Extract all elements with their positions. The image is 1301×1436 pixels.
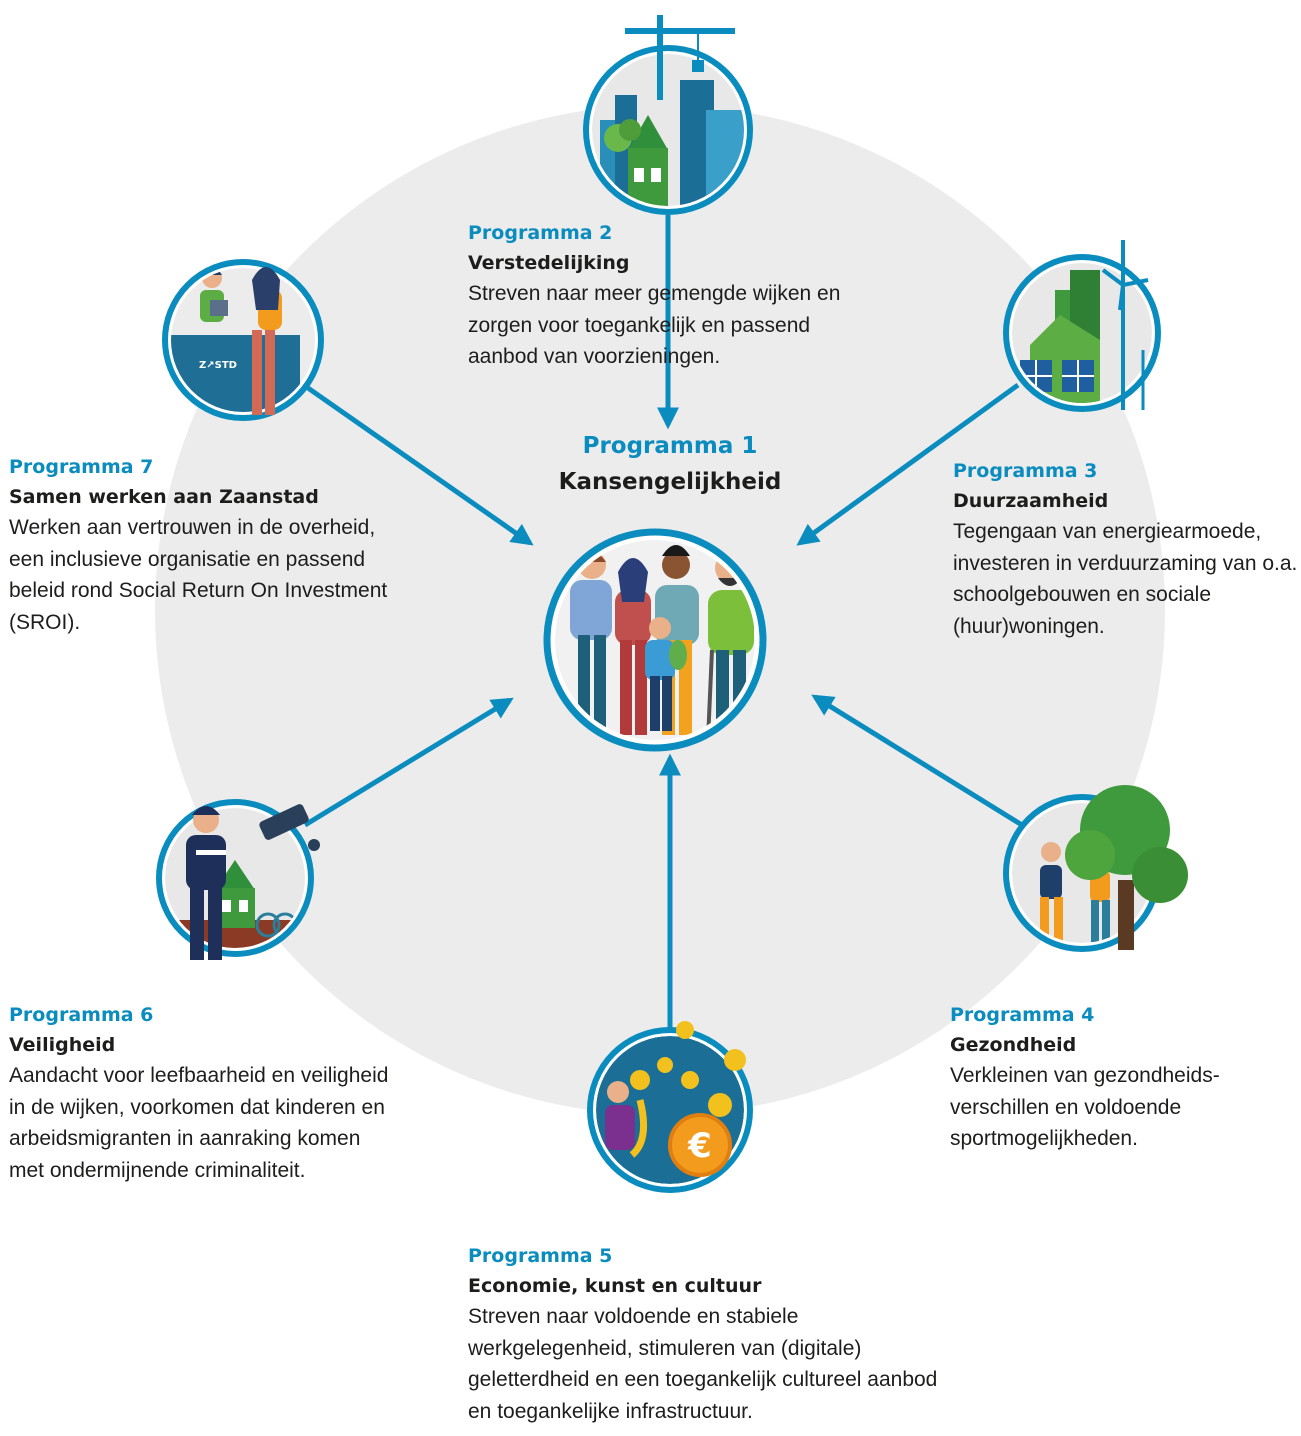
saxophone-euro-coins-icon: € <box>587 1021 753 1193</box>
center-heading: Programma 1 Kansengelijkheid <box>520 428 820 500</box>
program-4-number: Programma 4 <box>950 1004 1095 1026</box>
program-2-block: Programma 2 Verstedelijking Streven naar… <box>468 218 878 373</box>
program-6-description: Aandacht voor leefbaarheid en veiligheid… <box>9 1064 389 1182</box>
running-people-tree-icon <box>1003 785 1188 952</box>
arrow-program-4 <box>811 694 1024 828</box>
arrow-program-7 <box>306 385 534 546</box>
solar-wind-energy-icon <box>1003 240 1161 412</box>
program-3-title: Duurzaamheid <box>953 490 1109 512</box>
desk-sign: Z↗STD <box>199 360 237 371</box>
center-title: Kansengelijkheid <box>558 469 782 495</box>
program-7-title: Samen werken aan Zaanstad <box>9 486 319 508</box>
program-7-description: Werken aan vertrouwen in de overheid, ee… <box>9 516 388 634</box>
arrow-program-3 <box>796 382 1020 546</box>
arrows <box>303 215 1024 1035</box>
program-4-description: Verkleinen van gezondheids-verschillen e… <box>950 1064 1220 1150</box>
program-6-title: Veiligheid <box>9 1034 116 1056</box>
program-3-number: Programma 3 <box>953 460 1098 482</box>
program-6-number: Programma 6 <box>9 1004 154 1026</box>
program-5-block: Programma 5 Economie, kunst en cultuur S… <box>468 1241 948 1427</box>
program-2-title: Verstedelijking <box>468 252 630 274</box>
arrow-program-6 <box>303 697 514 828</box>
program-6-block: Programma 6 Veiligheid Aandacht voor lee… <box>9 1000 389 1186</box>
program-5-number: Programma 5 <box>468 1245 613 1267</box>
program-4-title: Gezondheid <box>950 1034 1077 1056</box>
program-5-title: Economie, kunst en cultuur <box>468 1275 762 1297</box>
program-7-number: Programma 7 <box>9 456 154 478</box>
svg-text:€: € <box>687 1126 712 1166</box>
program-5-description: Streven naar voldoende en stabiele werkg… <box>468 1305 938 1423</box>
family-group-icon <box>543 528 767 752</box>
program-4-block: Programma 4 Gezondheid Verkleinen van ge… <box>950 1000 1250 1155</box>
center-program: Programma 1 <box>582 433 758 459</box>
city-construction-icon <box>583 15 753 215</box>
municipal-desk-icon: Z↗STD <box>162 259 324 421</box>
program-7-block: Programma 7 Samen werken aan Zaanstad We… <box>9 452 399 638</box>
program-2-number: Programma 2 <box>468 222 613 244</box>
program-2-description: Streven naar meer gemengde wijken en zor… <box>468 282 841 368</box>
program-3-description: Tegengaan van energiearmoede, investeren… <box>953 520 1298 638</box>
program-3-block: Programma 3 Duurzaamheid Tegengaan van e… <box>953 456 1298 642</box>
